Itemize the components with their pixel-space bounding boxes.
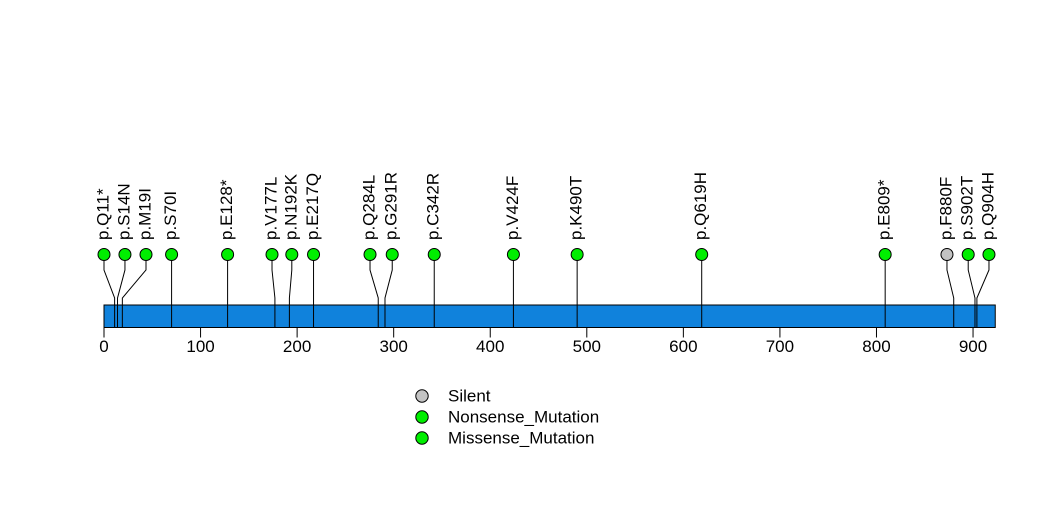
axis-tick-label: 300 xyxy=(379,337,407,356)
mutation-marker xyxy=(506,248,520,261)
mutation-label: p.E128* xyxy=(217,179,236,240)
mutation-label: p.N192K xyxy=(281,173,300,240)
mutation-label: p.C342R xyxy=(424,173,443,240)
axis-tick-label: 400 xyxy=(476,337,504,356)
mutation-stem xyxy=(946,260,955,328)
axis-tick-label: 700 xyxy=(766,337,794,356)
mutation-label: p.Q11* xyxy=(94,188,113,240)
mutation-stem xyxy=(384,260,393,328)
mutation-label: p.G291R xyxy=(382,172,401,240)
mutation-marker xyxy=(165,248,179,261)
mutation-label: p.V177L xyxy=(262,177,281,240)
mutation-label: p.E809* xyxy=(875,179,894,240)
mutation-label: p.E217Q xyxy=(303,173,322,240)
mutation-marker xyxy=(307,248,321,261)
mutation-label: p.K490T xyxy=(567,176,586,240)
legend-label: Missense_Mutation xyxy=(448,429,594,448)
legend-marker-icon xyxy=(415,431,429,445)
mutation-stem xyxy=(288,260,293,328)
legend-label: Nonsense_Mutation xyxy=(448,408,599,427)
protein-backbone-group xyxy=(103,304,996,328)
mutation-marker xyxy=(427,248,441,261)
mutation-label: p.S902T xyxy=(958,176,977,240)
mutation-label: p.S70I xyxy=(161,191,180,240)
position-axis-group: 0 100 200 300 400 500 600 700 800 900 xyxy=(99,327,987,356)
mutation-label: p.F880F xyxy=(936,177,955,240)
mutation-stem xyxy=(271,260,276,328)
mutation-marker xyxy=(982,248,996,261)
mutation-marker xyxy=(265,248,279,261)
mutation-marker xyxy=(961,248,975,261)
axis-tick-label: 200 xyxy=(283,337,311,356)
mutation-markers-group xyxy=(97,248,996,261)
axis-tick-label: 100 xyxy=(186,337,214,356)
mutation-label: p.S14N xyxy=(114,183,133,240)
mutation-stem xyxy=(976,260,990,328)
mutation-stem xyxy=(117,260,126,328)
mutation-marker xyxy=(97,248,111,261)
mutation-label: p.V424F xyxy=(503,176,522,240)
legend-label: Silent xyxy=(448,387,491,406)
legend-marker-icon xyxy=(415,410,429,424)
mutation-marker xyxy=(363,248,377,261)
mutation-marker xyxy=(285,248,299,261)
axis-tick-label: 800 xyxy=(862,337,890,356)
mutation-stem xyxy=(967,260,976,328)
mutation-marker xyxy=(940,248,954,261)
mutation-marker xyxy=(570,248,584,261)
mutation-marker xyxy=(385,248,399,261)
mutation-marker xyxy=(139,248,153,261)
mutation-stem xyxy=(121,260,147,328)
mutation-label: p.Q904H xyxy=(978,172,997,240)
mutation-marker xyxy=(878,248,892,261)
mutation-label: p.M19I xyxy=(136,188,155,240)
protein-bar xyxy=(103,304,996,328)
mutation-marker xyxy=(695,248,709,261)
mutation-label: p.Q619H xyxy=(691,172,710,240)
mutation-marker xyxy=(221,248,235,261)
mutation-stem xyxy=(103,260,116,328)
axis-tick-label: 900 xyxy=(959,337,987,356)
mutation-marker xyxy=(118,248,132,261)
mutation-stem xyxy=(369,260,379,328)
axis-tick-label: 500 xyxy=(573,337,601,356)
legend-marker-icon xyxy=(415,389,429,403)
axis-tick-label: 0 xyxy=(99,337,108,356)
mutation-stems-group xyxy=(103,260,990,328)
axis-tick-label: 600 xyxy=(669,337,697,356)
mutation-label: p.Q284L xyxy=(360,175,379,240)
